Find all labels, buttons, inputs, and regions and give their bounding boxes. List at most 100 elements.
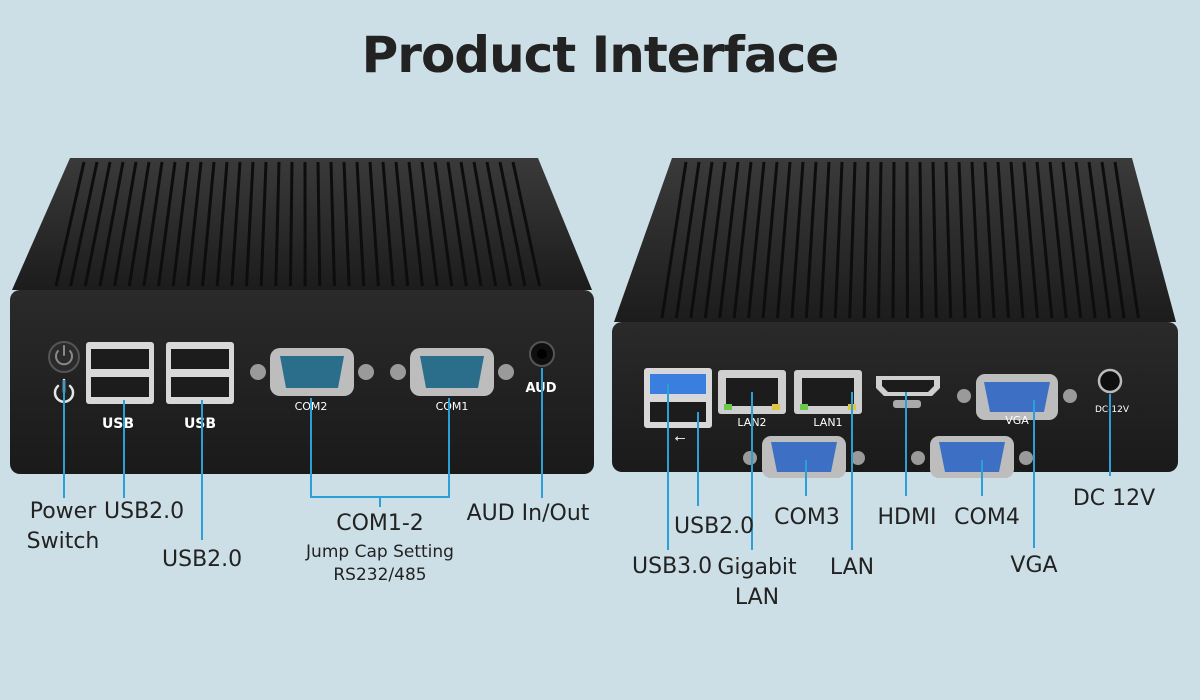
heatsink-fin — [485, 161, 512, 287]
hdmi-label: HDMI — [877, 505, 937, 530]
heatsink-fin — [142, 161, 164, 287]
rear-heatsink-fins — [660, 161, 1140, 319]
heatsink-fin — [862, 161, 870, 319]
com4-label: COM4 — [954, 505, 1020, 530]
heatsink-fin — [259, 161, 268, 287]
heatsink-fin — [931, 161, 938, 319]
heatsink-fin — [732, 161, 753, 319]
heatsink-fin — [459, 161, 483, 287]
callout-lines — [63, 368, 1111, 550]
heatsink-fin — [245, 161, 255, 287]
heatsink-fin — [1100, 161, 1126, 319]
heatsink-fin — [433, 161, 454, 287]
heatsink-fin — [127, 161, 151, 287]
heatsink-fin — [446, 161, 468, 287]
heatsink-fin — [957, 161, 967, 319]
usb2-rear-label: USB2.0 — [674, 514, 755, 539]
heatsink-fin — [689, 161, 714, 319]
com2-port — [250, 348, 374, 396]
power-icon — [55, 345, 73, 366]
usb2-upper-label: USB2.0 — [104, 499, 185, 524]
heatsink-fin — [970, 161, 982, 319]
dc-12v-label: DC 12V — [1072, 486, 1156, 511]
heatsink-fin — [891, 161, 896, 319]
heatsink-fin — [944, 161, 953, 319]
heatsink-fin — [316, 161, 322, 287]
heatsink-fin — [747, 161, 766, 319]
front-heatsink-fins — [54, 161, 542, 287]
heatsink-fin — [848, 161, 857, 319]
com3-label: COM3 — [774, 505, 840, 530]
heatsink-fin — [69, 161, 99, 287]
dc-jack — [1097, 368, 1123, 394]
lan-label: LAN — [829, 555, 875, 580]
heatsink-fin — [407, 161, 424, 287]
lan1-port — [794, 370, 862, 414]
hdmi-port — [876, 376, 940, 408]
usb-mark-1: USB — [102, 416, 134, 432]
usb3-usb2-stack — [644, 368, 712, 428]
vga-mark: VGA — [1005, 414, 1029, 427]
heatsink-fin — [918, 161, 924, 319]
usb3-label: USB3.0 — [632, 554, 713, 579]
heatsink-fin — [472, 161, 498, 287]
com3-port — [743, 436, 865, 478]
heatsink-fin — [1074, 161, 1097, 319]
heatsink-fin — [288, 161, 294, 287]
heatsink-fin — [1048, 161, 1068, 319]
power-button — [48, 341, 80, 373]
heatsink-fin — [1022, 161, 1039, 319]
heatsink-fin — [157, 161, 177, 287]
heatsink-fin — [790, 161, 805, 319]
heatsink-fin — [342, 161, 351, 287]
usb-mark-2: USB — [184, 416, 216, 432]
com4-port — [911, 436, 1033, 478]
heatsink-fin — [498, 161, 527, 287]
heatsink-fin — [1009, 161, 1025, 319]
heatsink-fin — [703, 161, 727, 319]
heatsink-fin — [171, 161, 190, 287]
heatsink-fin — [355, 161, 366, 287]
heatsink-fin — [819, 161, 831, 319]
heatsink-fin — [368, 161, 380, 287]
heatsink-fin — [511, 161, 542, 287]
heatsink-fin — [660, 161, 688, 319]
heatsink-fin — [674, 161, 701, 319]
heatsink-fin — [201, 161, 216, 287]
com1-mark: COM1 — [436, 400, 469, 413]
rear-panel — [612, 322, 1178, 472]
gigabit-lan-label-line2: LAN — [734, 585, 780, 610]
heatsink-fin — [804, 161, 818, 319]
heatsink-fin — [186, 161, 203, 287]
heatsink-fin — [215, 161, 229, 287]
heatsink-fin — [996, 161, 1011, 319]
usb2-lower-label: USB2.0 — [162, 547, 243, 572]
heatsink-fin — [420, 161, 439, 287]
com12-note-jump-cap: Jump Cap Setting — [306, 542, 454, 562]
heatsink-fin — [1087, 161, 1112, 319]
com1-port — [390, 348, 514, 396]
heatsink-fin — [98, 161, 125, 287]
heatsink-fin — [83, 161, 112, 287]
heatsink-fin — [776, 161, 792, 319]
heatsink-fin — [1113, 161, 1140, 319]
power-switch-label-line1: Power — [29, 499, 97, 524]
aud-label: AUD In/Out — [466, 501, 590, 526]
heatsink-fin — [1061, 161, 1083, 319]
heatsink-fin — [113, 161, 138, 287]
com12-note-rs232-485: RS232/485 — [333, 565, 427, 585]
usb-stack-1 — [86, 342, 154, 404]
heatsink-fin — [718, 161, 740, 319]
gigabit-lan-label: Gigabit LAN — [712, 553, 802, 613]
heatsink-fin — [761, 161, 779, 319]
heatsink-fin — [329, 161, 336, 287]
usb-symbol-icon: ⭠ — [674, 430, 685, 446]
usb-stack-2 — [166, 342, 234, 404]
heatsink-fin — [274, 161, 281, 287]
dc-mark: DC-12V — [1095, 405, 1130, 415]
heatsink-fin — [381, 161, 395, 287]
heatsink-fin — [394, 161, 410, 287]
front-unit: USB USB COM2 COM1 AUD — [10, 158, 594, 474]
heatsink-fin — [1035, 161, 1054, 319]
